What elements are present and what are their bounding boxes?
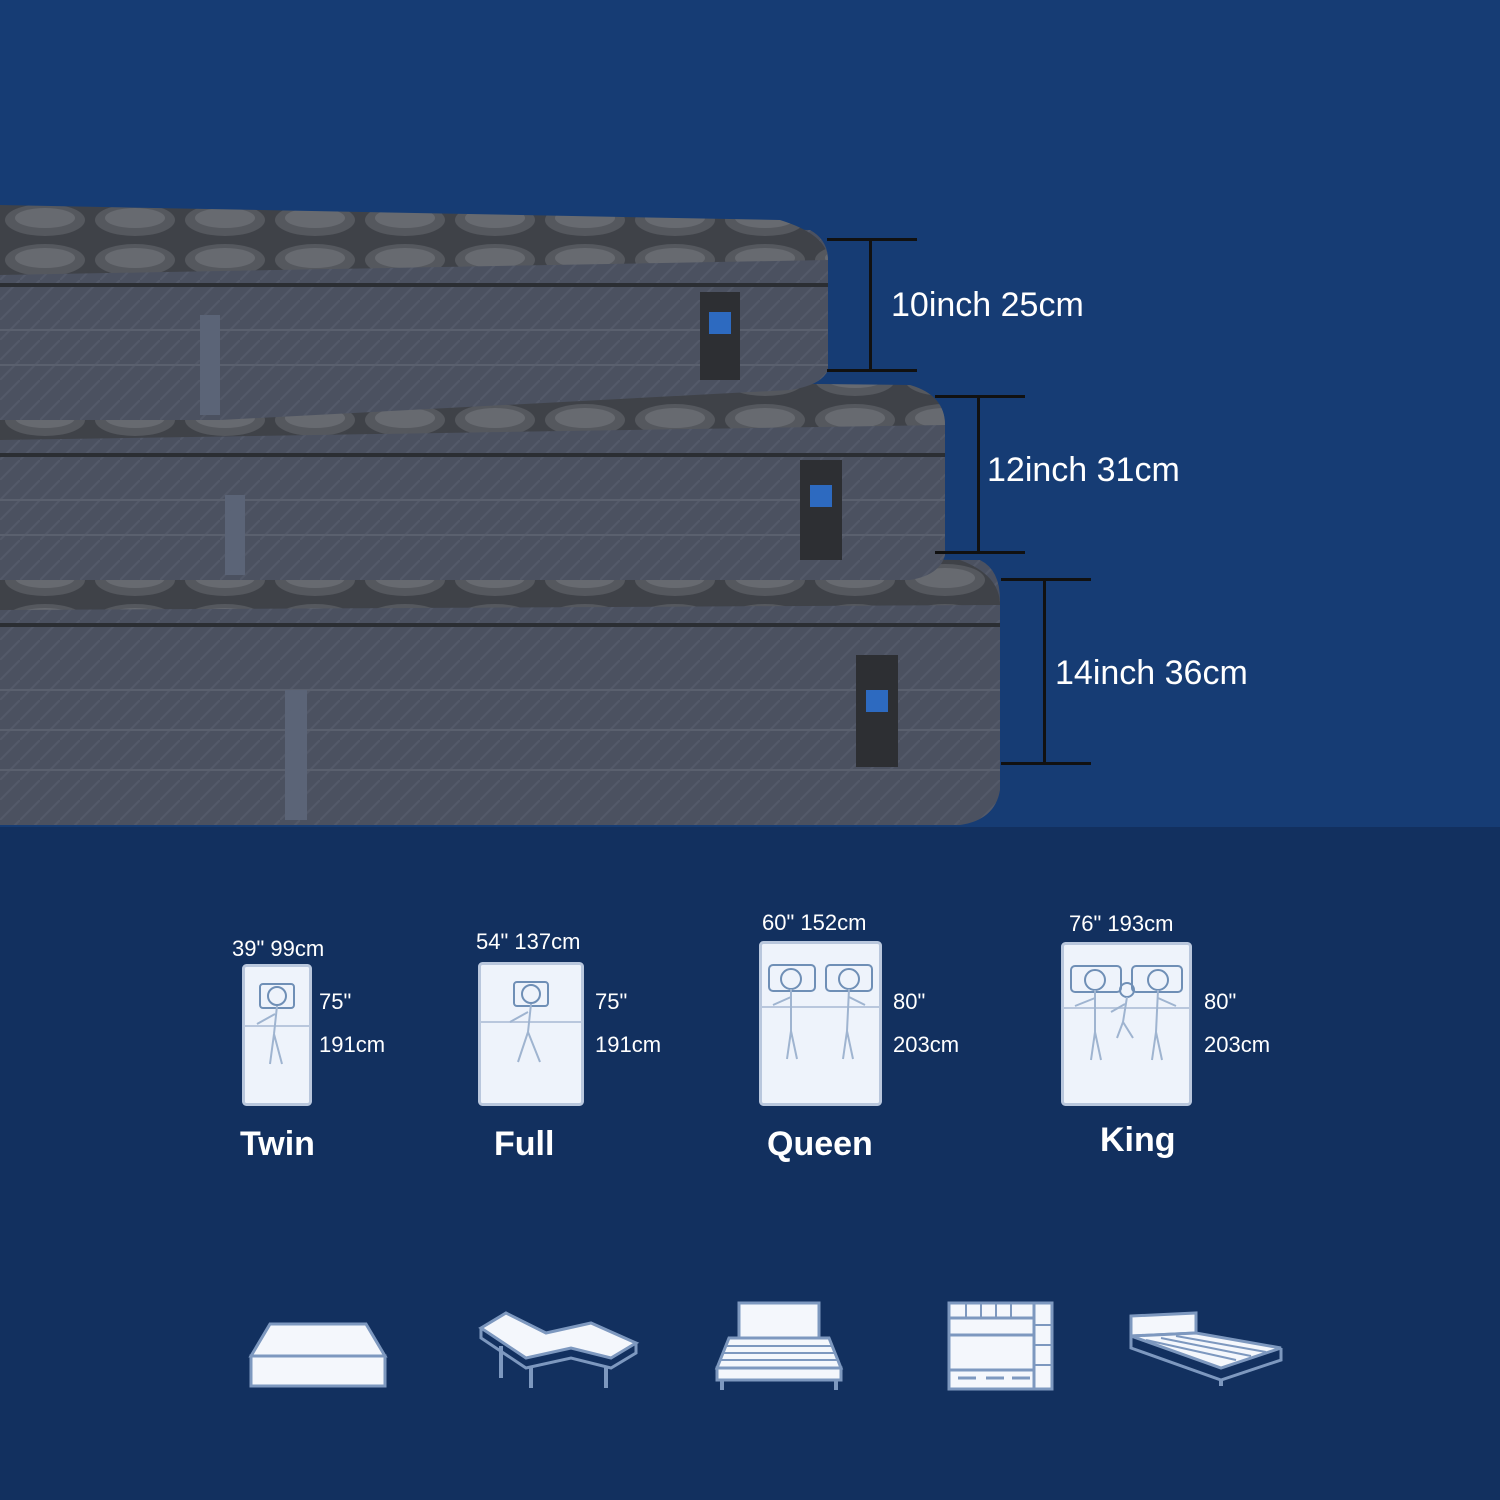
queen-length-cm: 203cm	[893, 1032, 960, 1057]
queen-label: Queen	[767, 1125, 873, 1163]
adjustable-base-icon	[478, 1311, 640, 1388]
full-width: 54" 137cm	[476, 929, 581, 954]
full-length-in: 75"	[595, 989, 628, 1014]
height-label-10: 10inch 25cm	[891, 286, 1084, 324]
king-width: 76" 193cm	[1069, 911, 1174, 936]
king-label: King	[1100, 1121, 1176, 1159]
full-length-cm: 191cm	[595, 1032, 662, 1057]
height-bracket-10	[827, 238, 917, 372]
floor-base-icon	[248, 1322, 388, 1388]
king-length-cm: 203cm	[1204, 1032, 1271, 1057]
twin-width: 39" 99cm	[232, 936, 325, 961]
bunk-bed-icon	[947, 1301, 1054, 1391]
height-label-12: 12inch 31cm	[987, 451, 1180, 489]
low-frame-bed-icon	[1129, 1311, 1283, 1386]
king-length-in: 80"	[1204, 989, 1237, 1014]
queen-bed-icon	[759, 941, 882, 1106]
height-bracket-12	[935, 395, 1025, 554]
twin-bed-icon	[242, 964, 312, 1106]
full-bed-icon	[478, 962, 584, 1106]
queen-width: 60" 152cm	[762, 910, 867, 935]
height-label-14: 14inch 36cm	[1055, 654, 1248, 692]
queen-length-in: 80"	[893, 989, 926, 1014]
size-section	[0, 827, 1500, 1500]
full-label: Full	[494, 1125, 555, 1163]
twin-length-in: 75"	[319, 989, 352, 1014]
king-bed-icon	[1061, 942, 1192, 1106]
twin-length-cm: 191cm	[319, 1032, 386, 1057]
mattress-stack-image	[0, 205, 1000, 825]
height-bracket-14	[1001, 578, 1091, 765]
twin-label: Twin	[240, 1125, 315, 1163]
platform-bed-icon	[714, 1301, 844, 1390]
